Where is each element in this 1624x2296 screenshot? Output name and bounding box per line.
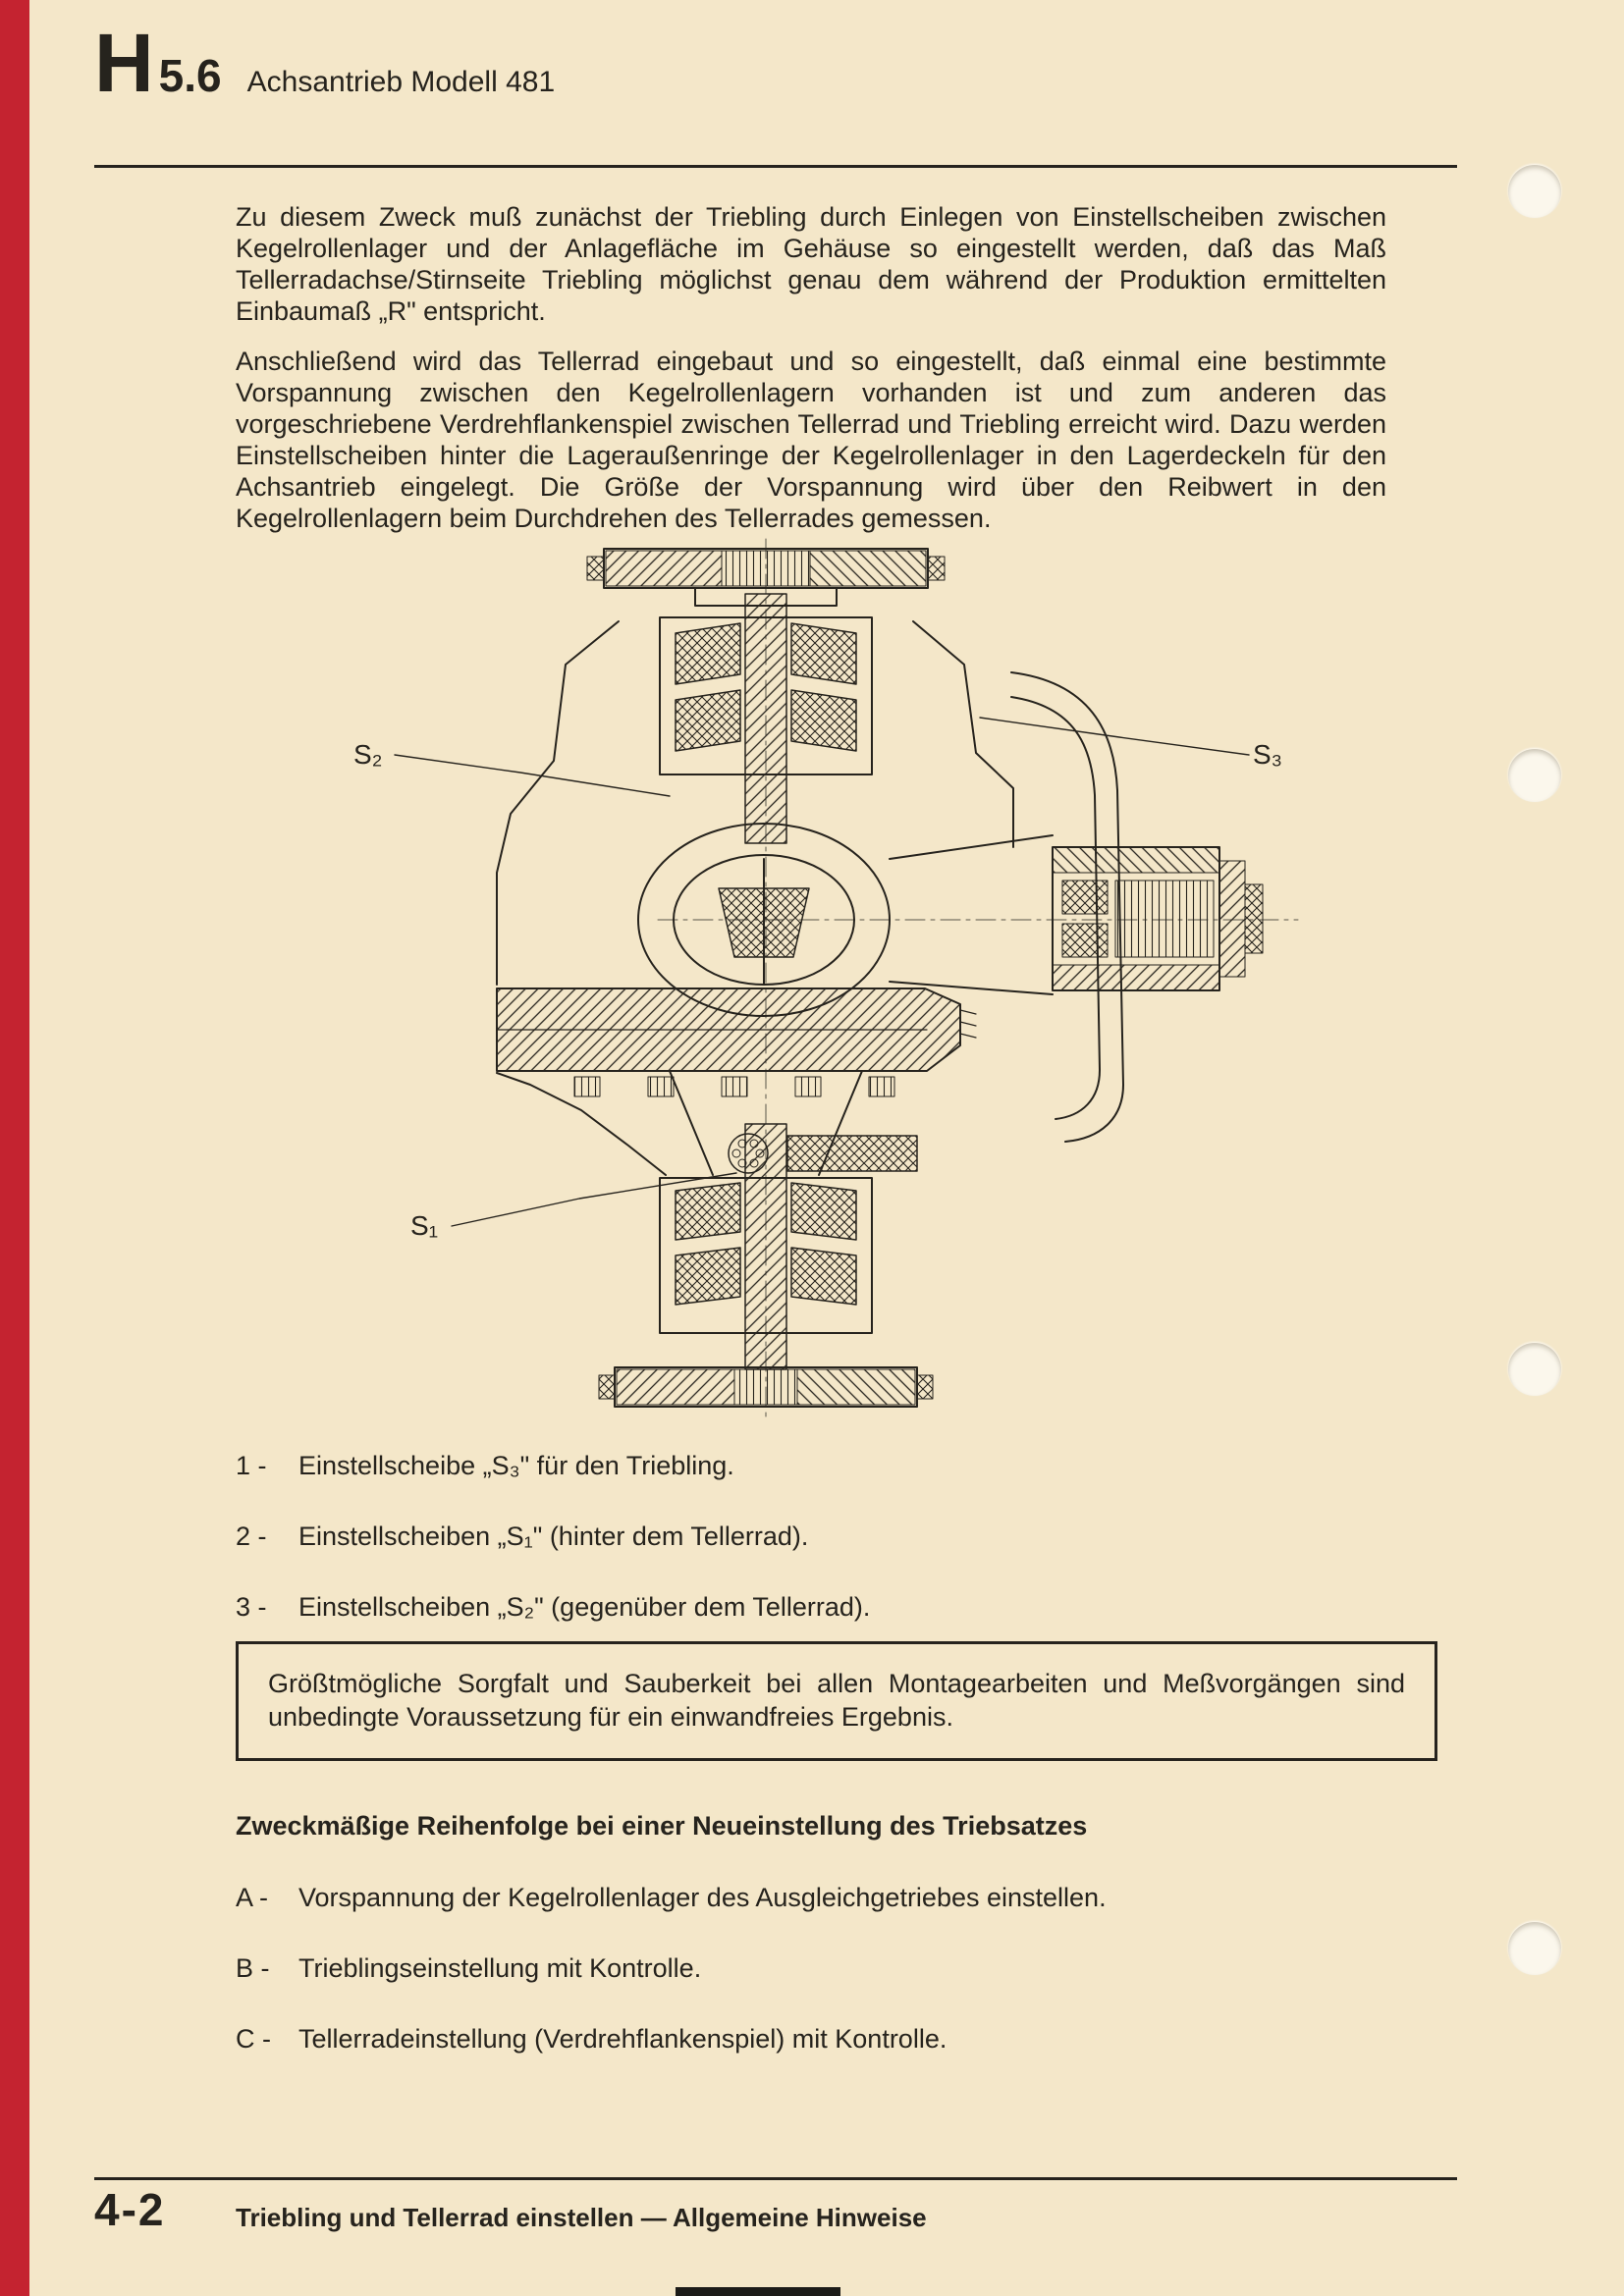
crown-wheel bbox=[496, 988, 977, 1097]
intro-paragraph-2: Anschließend wird das Tellerrad eingebau… bbox=[236, 347, 1386, 533]
header-rule bbox=[94, 165, 1457, 168]
figure-label-s1: S₁ bbox=[410, 1210, 438, 1241]
important-note-box: Größtmögliche Sorgfalt und Sauberkeit be… bbox=[236, 1641, 1437, 1761]
figure-label-s2: S₂ bbox=[353, 739, 383, 770]
housing-contours bbox=[496, 620, 1124, 1176]
procedure-heading: Zweckmäßige Reihenfolge bei einer Neuein… bbox=[236, 1811, 1088, 1841]
punch-hole bbox=[1508, 1922, 1561, 1975]
procedure-step-b-letter: B - bbox=[236, 1953, 270, 1983]
legend-item-3-text: Einstellscheiben „S₂" (gegenüber dem Tel… bbox=[298, 1592, 871, 1622]
procedure-step-c-letter: C - bbox=[236, 2024, 271, 2054]
bottom-cover-flange bbox=[598, 1366, 934, 1408]
legend-item-1-number: 1 - bbox=[236, 1451, 267, 1480]
intro-paragraph-1: Zu diesem Zweck muß zunächst der Triebli… bbox=[236, 202, 1386, 326]
legend-item-2-number: 2 - bbox=[236, 1522, 267, 1551]
leader-line-s2 bbox=[394, 754, 671, 797]
footer-rule bbox=[94, 2177, 1457, 2180]
axle-drive-cross-section-drawing: S₂ S₃ S₁ bbox=[353, 538, 1299, 1417]
legend-item-1-text: Einstellscheibe „S₃" für den Triebling. bbox=[298, 1451, 734, 1480]
differential-case bbox=[637, 823, 891, 1017]
legend-item-2-text: Einstellscheiben „S₁" (hinter dem Teller… bbox=[298, 1522, 809, 1551]
legend-item-3: 3 - Einstellscheiben „S₂" (gegenüber dem… bbox=[236, 1592, 1394, 1623]
section-letter: H bbox=[94, 17, 155, 109]
scan-edge-artifact bbox=[676, 2287, 840, 2296]
legend-item-3-number: 3 - bbox=[236, 1592, 267, 1622]
figure-container: S₂ S₃ S₁ bbox=[324, 535, 1306, 1423]
procedure-step-a: A - Vorspannung der Kegelrollenlager des… bbox=[236, 1883, 1394, 1913]
procedure-step-b: B - Trieblingseinstellung mit Kontrolle. bbox=[236, 1953, 1394, 1984]
procedure-step-c-text: Tellerradeinstellung (Verdrehflankenspie… bbox=[298, 2024, 947, 2054]
procedure-step-c: C - Tellerradeinstellung (Verdrehflanken… bbox=[236, 2024, 1394, 2055]
page-header: H 5.6 Achsantrieb Modell 481 bbox=[94, 22, 555, 104]
crown-wheel-bolts bbox=[573, 1076, 895, 1097]
punch-hole bbox=[1508, 749, 1561, 802]
punch-hole bbox=[1508, 1343, 1561, 1396]
output-shaft bbox=[889, 834, 1264, 995]
leader-line-s3 bbox=[979, 717, 1250, 756]
lower-bearings bbox=[659, 1070, 873, 1370]
legend-item-1: 1 - Einstellscheibe „S₃" für den Triebli… bbox=[236, 1451, 1394, 1481]
figure-label-s3: S₃ bbox=[1253, 739, 1282, 770]
binder-red-bar bbox=[0, 0, 29, 2296]
important-note-text: Größtmögliche Sorgfalt und Sauberkeit be… bbox=[268, 1669, 1405, 1732]
procedure-step-a-letter: A - bbox=[236, 1883, 269, 1912]
pinion-shaft bbox=[744, 593, 787, 844]
pinion-bearings-upper bbox=[659, 616, 873, 775]
footer-title: Triebling und Tellerrad einstellen — All… bbox=[236, 2203, 927, 2232]
footer-page-number: 4-2 bbox=[94, 2184, 166, 2235]
page-title: Achsantrieb Modell 481 bbox=[246, 66, 556, 98]
procedure-step-a-text: Vorspannung der Kegelrollenlager des Aus… bbox=[298, 1883, 1107, 1912]
legend-item-2: 2 - Einstellscheiben „S₁" (hinter dem Te… bbox=[236, 1522, 1394, 1552]
leader-line-s1 bbox=[451, 1172, 737, 1227]
section-number: 5.6 bbox=[158, 50, 222, 101]
procedure-step-b-text: Trieblingseinstellung mit Kontrolle. bbox=[298, 1953, 702, 1983]
input-flange bbox=[586, 548, 946, 607]
punch-hole bbox=[1508, 165, 1561, 218]
